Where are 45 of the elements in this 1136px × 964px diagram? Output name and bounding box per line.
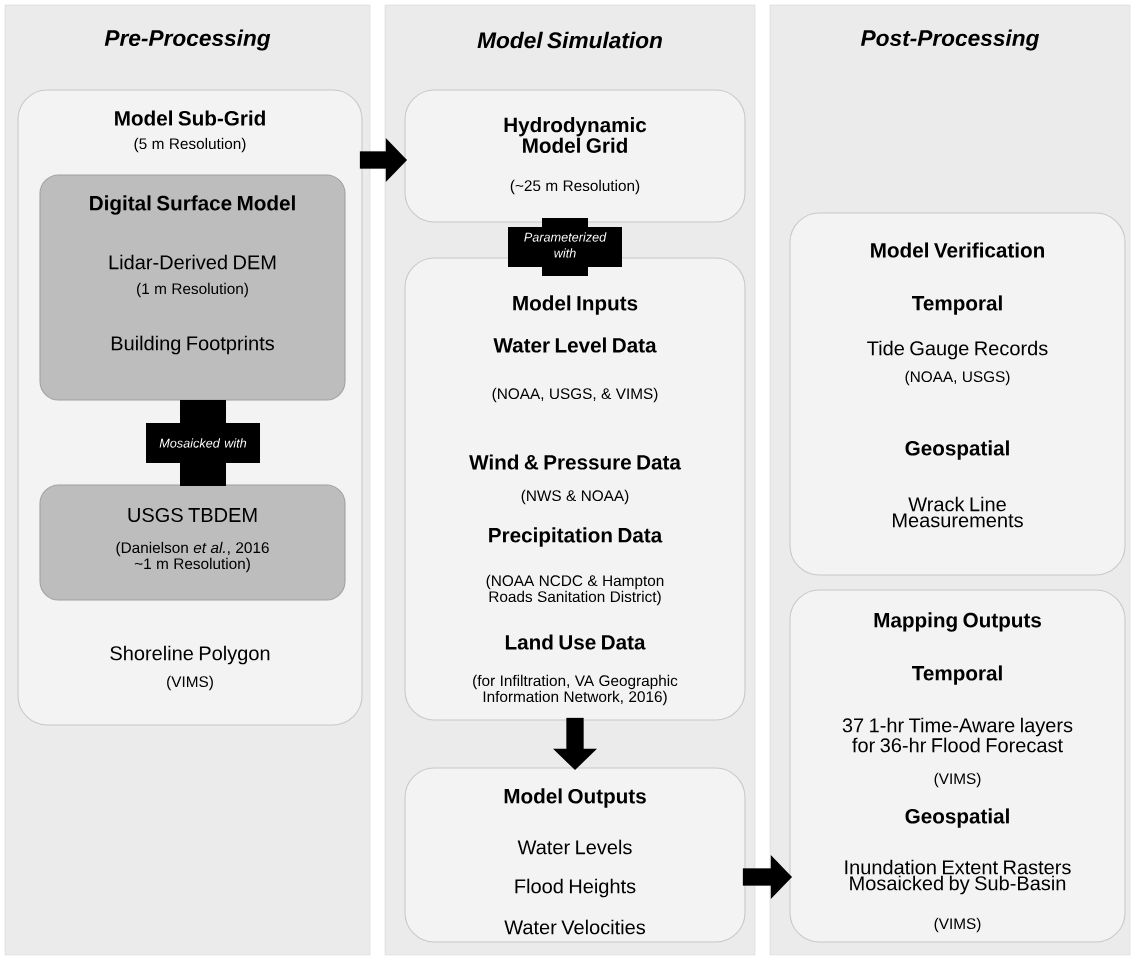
box-heading: Model Outputs bbox=[504, 788, 646, 808]
box-heading: Hydrodynamic Model Grid bbox=[504, 117, 647, 153]
source-note: (NOAA NCDC & Hampton Roads Sanitation District) bbox=[486, 574, 664, 606]
source-note: (VIMS) bbox=[934, 772, 981, 788]
source-note: (VIMS) bbox=[167, 675, 213, 691]
box-heading: Mapping Outputs bbox=[874, 612, 1041, 632]
box-heading: Model Sub-Grid bbox=[115, 110, 265, 126]
box-heading: Geospatial bbox=[905, 808, 1009, 828]
box-text: Flood Heights bbox=[515, 878, 636, 898]
source-note: (NOAA, USGS) bbox=[905, 370, 1010, 386]
source-note: (1 m Resolution) bbox=[137, 282, 248, 298]
box-text: Water Velocities bbox=[504, 919, 645, 935]
source-note: (NWS & NOAA) bbox=[521, 489, 629, 505]
source-note: (NOAA, USGS, & VIMS) bbox=[492, 387, 658, 403]
source-note: (VIMS) bbox=[934, 917, 981, 933]
box-heading: Model Verification bbox=[871, 242, 1044, 258]
box-text: USGS TBDEM bbox=[128, 507, 257, 523]
box-text: Tide Gauge Records bbox=[867, 340, 1048, 360]
box-heading: Digital Surface Model bbox=[90, 195, 295, 215]
plus-sign bbox=[508, 218, 622, 276]
column-heading: Post-Processing bbox=[860, 29, 1040, 51]
box-heading: Wind & Pressure Data bbox=[469, 454, 682, 470]
box-text: Inundation Extent Rasters Mosaicked by Sub-Basin bbox=[845, 859, 1071, 895]
source-note: (~25 m Resolution) bbox=[510, 179, 640, 195]
source-note: (for Infiltration, VA Geographic Information Network, 2016) bbox=[473, 674, 678, 706]
box-heading: Geospatial bbox=[905, 440, 1009, 460]
box-text: Building Footprints bbox=[111, 335, 274, 355]
box-heading: Water Level Data bbox=[493, 337, 657, 353]
operator-label: Mosaicked with bbox=[159, 438, 247, 448]
box-text: 37 1-hr Time-Aware layers for 36-hr Flood Forecast bbox=[842, 717, 1073, 753]
plus-sign bbox=[146, 400, 260, 486]
operator-label: Parameterized with bbox=[524, 232, 607, 258]
box-heading: Temporal bbox=[912, 295, 1002, 315]
box-heading: Land Use Data bbox=[505, 634, 646, 650]
box-text: Wrack Line Measurements bbox=[893, 496, 1023, 528]
box-text: Water Levels bbox=[517, 839, 632, 855]
source-note: (Danielson et al., 2016 ~1 m Resolution) bbox=[116, 541, 269, 573]
box-text: Lidar-Derived DEM bbox=[109, 254, 276, 270]
box-text: Shoreline Polygon bbox=[110, 645, 270, 665]
column-heading: Model Simulation bbox=[477, 31, 662, 49]
box-heading: Model Inputs bbox=[513, 295, 638, 315]
box-heading: Precipitation Data bbox=[489, 527, 663, 547]
column-heading: Pre-Processing bbox=[104, 29, 271, 51]
source-note: (5 m Resolution) bbox=[134, 137, 246, 153]
box-heading: Temporal bbox=[912, 665, 1002, 685]
